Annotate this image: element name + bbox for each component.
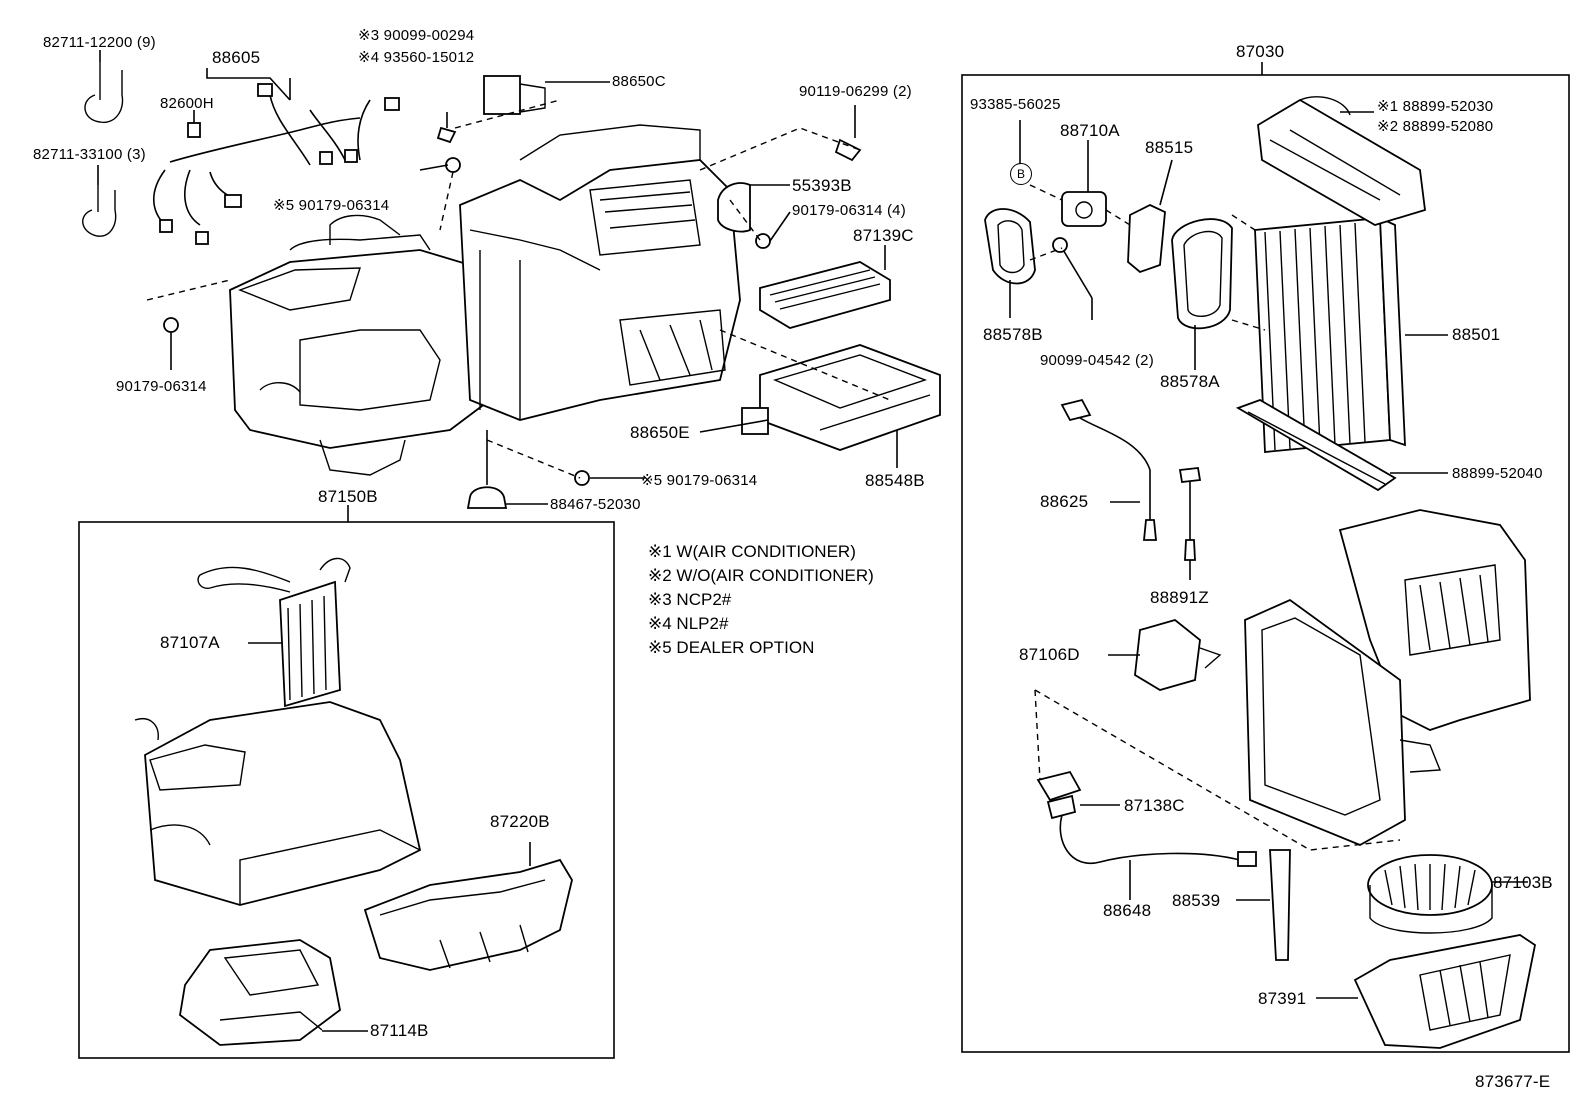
hvac-cooling-housing: [459, 124, 741, 421]
label-90179-06314-qty4: 90179-06314 (4): [792, 202, 906, 219]
label-88467-52030: 88467-52030: [550, 496, 641, 513]
label-88578b: 88578B: [983, 325, 1043, 344]
packing-88578b: [984, 208, 1036, 318]
label-88899-52080: ※2 88899-52080: [1377, 118, 1494, 135]
packing-88578a: [1171, 218, 1233, 370]
filter-cover-88548b: [759, 344, 941, 451]
label-90179-06314-left: 90179-06314: [116, 378, 207, 395]
note-3: ※3 NCP2#: [648, 590, 732, 609]
label-82711-33100: 82711-33100 (3): [33, 146, 146, 163]
label-90099-04542: 90099-04542 (2): [1040, 352, 1154, 369]
duct-87114b: [179, 939, 368, 1046]
label-87138c: 87138C: [1124, 796, 1185, 815]
heater-case: [134, 701, 422, 906]
hvac-heater-housing: [229, 214, 491, 476]
label-87106d: 87106D: [1019, 645, 1080, 664]
drain-tray-88899-52040: [1235, 399, 1448, 492]
label-90179-06314-dealer-bottom: ※5 90179-06314: [641, 472, 758, 489]
diagram-code: 873677-E: [1475, 1072, 1551, 1091]
wire-88648: [1059, 814, 1257, 900]
label-93560-15012: ※4 93560-15012: [358, 49, 475, 66]
label-55393b: 55393B: [792, 176, 852, 195]
label-88501: 88501: [1452, 325, 1501, 344]
label-87150b: 87150B: [318, 487, 378, 506]
cabin-filter-87139c: [759, 261, 891, 329]
label-87030: 87030: [1236, 42, 1285, 61]
label-87139c: 87139C: [853, 226, 914, 245]
bolts-and-nuts: [163, 112, 862, 486]
note-4: ※4 NLP2#: [648, 614, 729, 633]
label-90119-06299: 90119-06299 (2): [799, 83, 912, 100]
drain-hose-88539: [1236, 849, 1291, 961]
label-88548b: 88548B: [865, 471, 925, 490]
resistor-87138c: [1036, 770, 1120, 820]
label-88515: 88515: [1145, 138, 1194, 157]
blower-motor-87103b: [1367, 854, 1528, 934]
bolt-90099-04542: [1052, 237, 1093, 320]
label-88650e: 88650E: [630, 423, 690, 442]
label-82711-12200: 82711-12200 (9): [43, 34, 156, 51]
label-88891z: 88891Z: [1150, 588, 1209, 607]
label-88625: 88625: [1040, 492, 1089, 511]
label-88578a: 88578A: [1160, 372, 1220, 391]
actuator-87106d: [1108, 619, 1222, 691]
label-87114b: 87114B: [370, 1021, 429, 1040]
label-87103b: 87103B: [1493, 873, 1553, 892]
seal-55393b: [717, 182, 751, 233]
label-87220b: 87220B: [490, 812, 550, 831]
blower-case: [1244, 509, 1531, 846]
label-88650c: 88650C: [612, 73, 666, 90]
note-2: ※2 W/O(AIR CONDITIONER): [648, 566, 874, 585]
label-90099-00294: ※3 90099-00294: [358, 27, 475, 44]
label-82600h: 82600H: [160, 95, 214, 112]
wire-harness-88605: [153, 68, 400, 245]
clamp-82711-33100: [82, 165, 117, 237]
label-88899-52030: ※1 88899-52030: [1377, 98, 1494, 115]
label-88899-52040: 88899-52040: [1452, 465, 1543, 482]
sensor-88891z: [1178, 467, 1202, 580]
label-88605: 88605: [212, 48, 261, 67]
label-90179-06314-dealer-top: ※5 90179-06314: [273, 197, 390, 214]
label-88539: 88539: [1172, 891, 1221, 910]
label-88648: 88648: [1103, 901, 1152, 920]
reference-mark-b: B: [1010, 163, 1032, 185]
grommet-88467-52030: [466, 430, 508, 509]
label-88710a: 88710A: [1060, 121, 1120, 140]
heater-core-87107a: [197, 557, 351, 708]
sensor-88515: [1127, 159, 1173, 274]
valve-88710a: [1061, 140, 1107, 227]
screw-82600h: [187, 110, 201, 138]
upper-cover-88899-52030: [1257, 96, 1426, 226]
thermistor-88625: [1060, 398, 1157, 541]
duct-87220b: [363, 842, 573, 971]
label-87107a: 87107A: [160, 633, 220, 652]
clamp-82711-12200: [84, 50, 124, 124]
cooling-unit-inset-frame: [961, 74, 1570, 1053]
connector-88650c: [483, 75, 546, 115]
label-87391: 87391: [1258, 989, 1307, 1008]
heater-unit-inset-frame: [78, 521, 615, 1059]
blower-lower-case-87391: [1316, 934, 1537, 1049]
evaporator-88501: [1254, 216, 1448, 453]
note-5: ※5 DEALER OPTION: [648, 638, 815, 657]
label-93385-56025: 93385-56025: [970, 96, 1061, 113]
note-1: ※1 W(AIR CONDITIONER): [648, 542, 856, 561]
